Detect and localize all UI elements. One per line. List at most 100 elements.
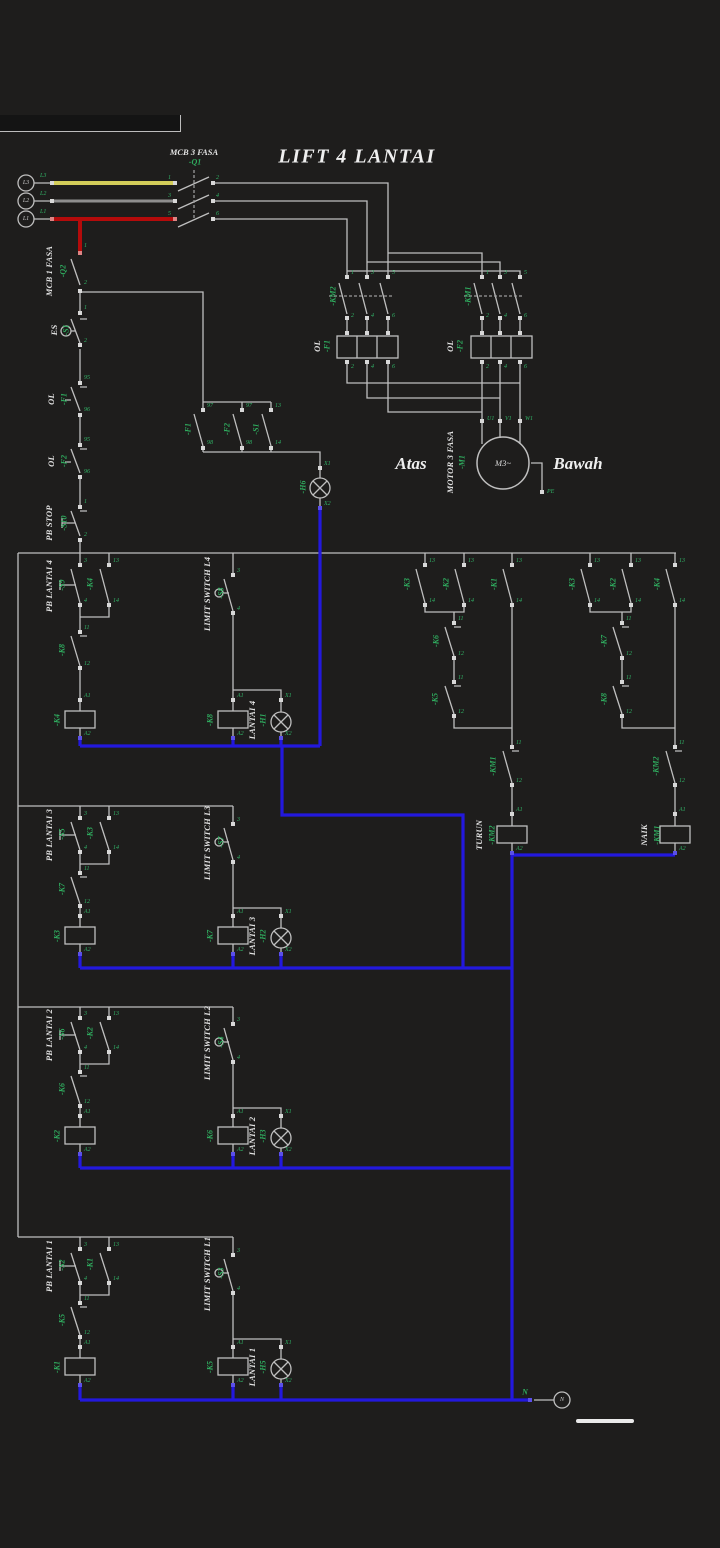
source-l3-label: L3: [22, 180, 30, 186]
pb-stop-s10[interactable]: [61, 510, 87, 537]
terminal-label: L1: [40, 209, 47, 215]
tag-s4: -S4: [216, 1036, 226, 1048]
terminal-label: 11: [679, 740, 685, 746]
tag-s7: -S7: [216, 836, 226, 848]
terminal-label: 2: [84, 280, 87, 286]
terminal-label: 13: [635, 558, 641, 564]
terminal-label: W1: [525, 416, 533, 422]
terminal-label: 11: [516, 740, 522, 746]
tag-k8-nc: -K8: [57, 644, 67, 656]
white-line-artifact: [576, 1419, 634, 1423]
page-title: LIFT 4 LANTAI: [278, 145, 436, 168]
label-ol2-rail: OL: [46, 455, 56, 467]
terminal-label: 1: [486, 270, 489, 276]
terminal-label: A1: [237, 1340, 244, 1346]
terminal-label: 13: [516, 558, 522, 564]
terminal-label: 14: [468, 598, 474, 604]
terminal-label: 11: [84, 1296, 90, 1302]
motor-m1-symbol[interactable]: [476, 436, 530, 490]
tag-up-k8: -K8: [599, 693, 609, 705]
terminal-label: 2: [351, 313, 354, 319]
motor-symbol-text: M3~: [495, 458, 511, 468]
label-limit-switch-l3: LIMIT SWITCH L3: [202, 805, 212, 881]
terminal-label: X2: [324, 501, 331, 507]
terminal-label: 6: [216, 211, 219, 217]
terminal-label: 12: [626, 651, 632, 657]
terminal-label: A1: [679, 807, 686, 813]
terminal-label: 4: [237, 1286, 240, 1292]
terminal-label: 95: [84, 375, 90, 381]
tag-h1: -H1: [258, 713, 268, 727]
tag-k7-coil: -K7: [205, 930, 215, 942]
terminal-label: 96: [84, 469, 90, 475]
terminal-label: A1: [237, 909, 244, 915]
terminal-label: 3: [84, 811, 87, 817]
terminal-label: 3: [84, 1011, 87, 1017]
lamp-h6[interactable]: [309, 477, 331, 499]
terminal-label: 4: [504, 364, 507, 370]
neutral-terminal-n[interactable]: [553, 1391, 571, 1409]
ol-f2-nc-contact[interactable]: [65, 448, 87, 474]
terminal-label: 11: [626, 616, 632, 622]
ol-f1-nc-contact[interactable]: [65, 386, 87, 412]
window-fragment: [0, 115, 181, 132]
terminal-label: 4: [84, 1045, 87, 1051]
terminal-label: 12: [516, 778, 522, 784]
tag-k5-nc: -K5: [57, 1314, 67, 1326]
tag-ol-f1: -F1: [322, 340, 332, 352]
label-motor-name: MOTOR 3 FASA: [445, 430, 455, 494]
floor-1-circuit[interactable]: [59, 1252, 292, 1380]
overload-f2-block[interactable]: [470, 335, 533, 359]
terminal-label: 13: [429, 558, 435, 564]
terminal-label: 13: [468, 558, 474, 564]
terminal-label: A2: [84, 731, 91, 737]
terminal-label: 12: [84, 1330, 90, 1336]
contactor-km2-power[interactable]: [329, 282, 392, 315]
contactor-km1-power[interactable]: [464, 282, 524, 315]
terminal-label: 6: [524, 364, 527, 370]
pilot-aux-contacts[interactable]: [193, 413, 272, 447]
emergency-stop-s1[interactable]: [60, 318, 87, 344]
label-mcb3-name: MCB 3 FASA: [169, 147, 219, 157]
tag-ol-f2: -F2: [455, 340, 465, 352]
tag-up-k3: -K3: [567, 578, 577, 590]
tag-down-interlock-km1: -KM1: [488, 756, 498, 776]
phase-source-l2[interactable]: [17, 192, 35, 210]
wire-net: [17, 182, 676, 1401]
phase-source-l3[interactable]: [17, 174, 35, 192]
tag-pilot-f1: -F1: [183, 423, 193, 435]
terminal-label: 12: [679, 778, 685, 784]
direction-down-branch[interactable]: [415, 568, 528, 844]
label-limit-switch-l4: LIMIT SWITCH L4: [202, 556, 212, 632]
terminal-label: 12: [84, 661, 90, 667]
tag-k3-aux: -K3: [85, 827, 95, 839]
direction-up-branch[interactable]: [580, 568, 691, 844]
tag-q2: -Q2: [58, 264, 68, 278]
label-pb-lantai-4: PB LANTAI 4: [44, 559, 54, 613]
floor-2-circuit[interactable]: [59, 1021, 292, 1149]
terminal-label: U1: [487, 416, 495, 422]
tag-down-k3: -K3: [402, 578, 412, 590]
tag-km1-power: -KM1: [463, 286, 473, 306]
tag-k4-aux: -K4: [85, 578, 95, 590]
phase-source-l1[interactable]: [17, 210, 35, 228]
floor-4-circuit[interactable]: [59, 568, 292, 733]
tag-s9: -S9: [57, 579, 67, 591]
tag-km2-coil: -KM2: [487, 825, 497, 845]
terminal-label: A2: [237, 947, 244, 953]
terminal-label: 3: [237, 1017, 240, 1023]
terminal-label: X1: [285, 1109, 292, 1115]
terminal-label: 4: [84, 845, 87, 851]
mcb-q2-symbol[interactable]: [70, 258, 81, 286]
label-pb-stop: PB STOP: [44, 505, 54, 541]
mcb-q1-symbol[interactable]: [177, 170, 210, 228]
floor-3-circuit[interactable]: [59, 821, 292, 949]
terminal-label: 14: [429, 598, 435, 604]
label-ol1-rail: OL: [46, 393, 56, 405]
terminal-label: 95: [84, 437, 90, 443]
terminal-label: A2: [84, 1147, 91, 1153]
tag-k7-nc: -K7: [57, 883, 67, 895]
terminal-label: 2: [84, 338, 87, 344]
overload-f1-block[interactable]: [336, 335, 399, 359]
